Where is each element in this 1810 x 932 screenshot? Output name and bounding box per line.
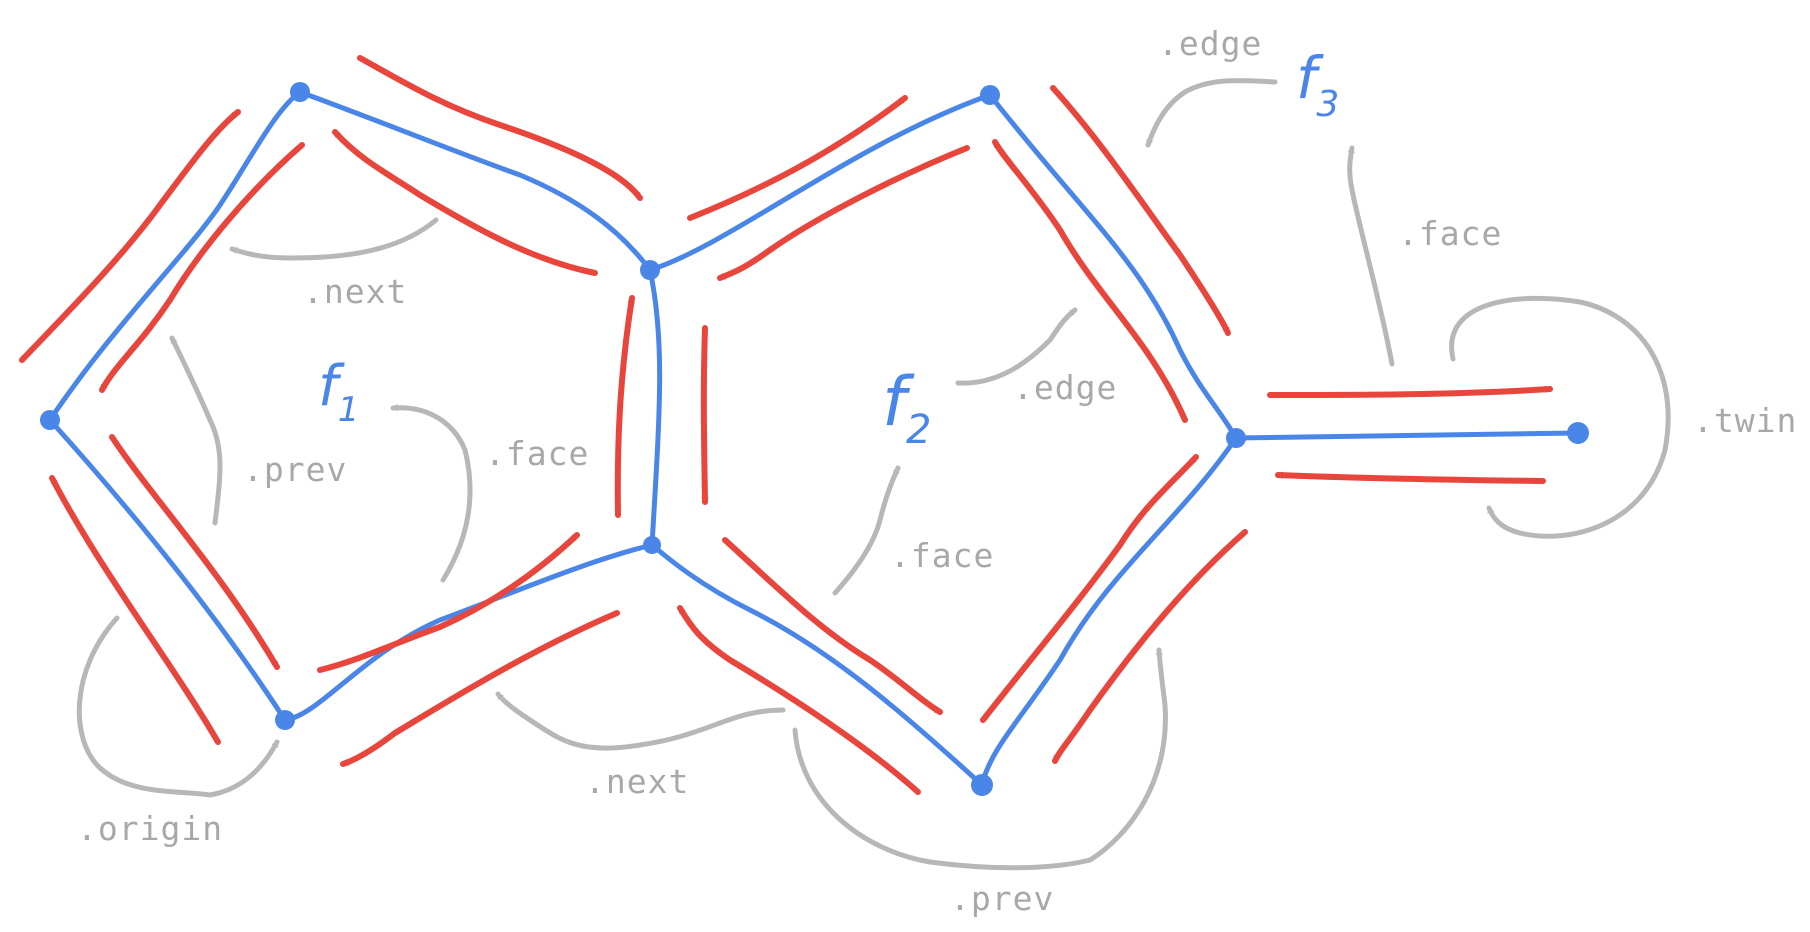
face-f1-label: f1 [318,354,359,430]
vertex-top-left [290,82,310,102]
half-edge-top-left-inner [332,129,598,276]
annotation-labels: .edge .next .prev .face .origin .next .p… [77,24,1797,918]
annotation-arrows [76,78,1671,871]
edge-top-right-upper [647,92,993,273]
face-f1-sub: 1 [338,390,360,430]
face-f3-sub: 3 [1316,84,1339,125]
next-arrow-top [229,217,439,261]
vertex-bottom-right [971,774,993,796]
face-labels: f1 f2 f3 [318,44,1339,453]
next-label-top: .next [303,272,407,311]
twin-label: .twin [1693,401,1797,440]
vertex-top-right [980,85,1000,105]
half-edge-right-upper-inner [992,139,1188,423]
half-edge-right-lower-inner [980,454,1199,723]
edge-top-left-upper [297,89,653,273]
origin-arrow [76,615,280,798]
edge-arrow-top [1145,78,1278,148]
half-edge-right-upper-outer [1050,85,1231,336]
face-f2-sub: 2 [906,407,931,453]
half-edge-bottom-left-outer [340,610,620,767]
half-edge-dangling-back [1275,471,1546,484]
vertex-right [1226,428,1246,448]
prev-label-bottom: .prev [950,879,1054,918]
vertex-middle-top [640,260,660,280]
edge-bottom-left-lower [282,542,655,723]
edge-bottom-right-lower [649,542,985,788]
half-edge-bottom-right-inner [722,537,943,715]
edge-dangling [1233,430,1581,441]
face-f2-label: f2 [882,363,931,453]
half-edge-top-right-inner [717,145,970,281]
face-arrow-left [390,404,473,583]
half-edge-top-left-outer [357,55,643,201]
half-edge-left-top-inner [99,142,305,393]
face-arrow-right [1347,145,1395,367]
half-edge-bottom-left-inner [317,532,580,673]
vertex-end [1567,422,1589,444]
half-edge-left-bottom-outer [49,475,221,745]
half-edge-right-lower-outer [1052,529,1248,764]
vertex-middle-bottom [643,536,661,554]
half-edge-middle-up [614,295,635,518]
vertex-left [40,410,60,430]
twin-arrow [1449,295,1671,539]
vertex-bottom-left [275,710,295,730]
vertices [40,82,1589,796]
face-arrow-middle [832,465,901,596]
edge-right-upper [987,92,1239,441]
edge-label-top: .edge [1158,24,1262,63]
half-edge-top-right-outer [687,95,908,221]
edge-left-top [47,89,303,423]
edge-right-lower [979,435,1239,788]
mesh-edges [47,89,1581,788]
origin-label: .origin [77,809,223,848]
edge-middle-vertical [647,267,663,548]
half-edge-bottom-right-outer [677,605,921,795]
face-f3-label: f3 [1296,44,1339,125]
prev-arrow-bottom [792,647,1168,871]
half-edge-left-top-outer [19,109,241,363]
face-label-left: .face [485,434,589,473]
edge-arrow-middle [955,307,1078,386]
next-arrow-bottom [495,691,786,751]
edge-left-bottom [47,417,288,723]
half-edge-left-bottom-inner [109,434,280,670]
edge-label-middle: .edge [1013,368,1117,407]
half-edge-middle-down [700,325,709,505]
prev-label-left: .prev [243,450,347,489]
face-label-middle: .face [890,536,994,575]
face-label-right: .face [1398,214,1502,253]
half-edge-dangling-out [1267,385,1553,398]
half-edges [19,55,1553,795]
prev-arrow-left [169,335,223,526]
next-label-bottom: .next [585,762,689,801]
